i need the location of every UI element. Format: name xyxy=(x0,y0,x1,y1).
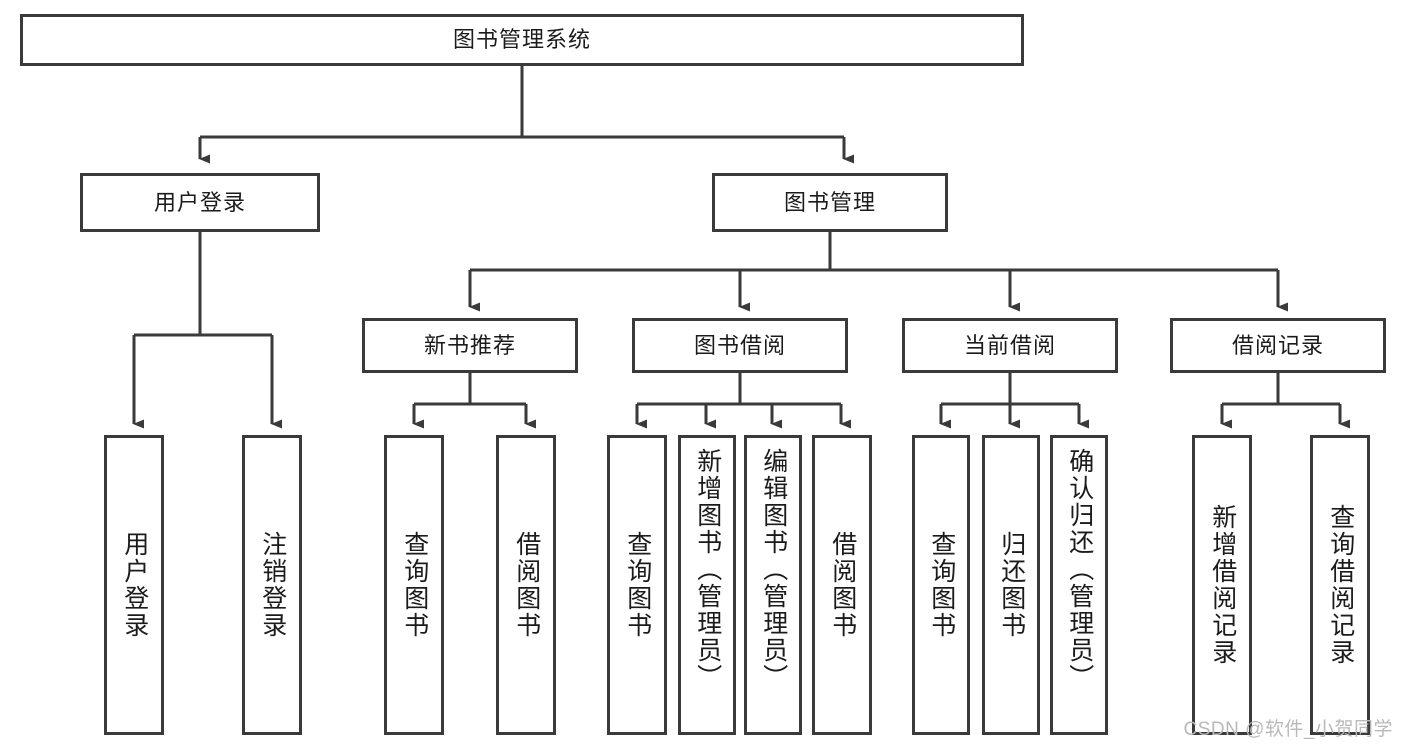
node-leaf-query-record-label: 查询借阅记录 xyxy=(1326,504,1355,666)
node-leaf-confirm-return-label: 确认归还（管理员） xyxy=(1065,448,1094,691)
node-user-login-label: 用户登录 xyxy=(153,189,246,215)
node-leaf-return-book-label: 归还图书 xyxy=(997,531,1026,639)
node-leaf-borrow-book-1[interactable]: 借阅图书 xyxy=(496,435,556,735)
node-leaf-add-book-label: 新增图书（管理员） xyxy=(693,448,722,691)
node-leaf-add-record-label: 新增借阅记录 xyxy=(1208,504,1237,666)
node-leaf-add-record[interactable]: 新增借阅记录 xyxy=(1192,435,1252,735)
node-leaf-logout-login-label: 注销登录 xyxy=(258,531,287,639)
node-book-manage-label: 图书管理 xyxy=(783,189,876,215)
node-leaf-logout-login[interactable]: 注销登录 xyxy=(242,435,302,735)
node-leaf-query-book-2-label: 查询图书 xyxy=(623,531,652,639)
node-leaf-query-record[interactable]: 查询借阅记录 xyxy=(1310,435,1370,735)
node-book-borrow-label: 图书借阅 xyxy=(693,332,786,358)
node-leaf-query-book-3-label: 查询图书 xyxy=(927,531,956,639)
node-root[interactable]: 图书管理系统 xyxy=(20,14,1024,66)
node-root-label: 图书管理系统 xyxy=(452,27,591,53)
node-leaf-query-book-1-label: 查询图书 xyxy=(400,531,429,639)
node-leaf-query-book-1[interactable]: 查询图书 xyxy=(384,435,444,735)
watermark: CSDN @软件_小贺同学 xyxy=(1183,719,1393,740)
node-borrow-record[interactable]: 借阅记录 xyxy=(1170,318,1386,373)
node-leaf-query-book-2[interactable]: 查询图书 xyxy=(607,435,667,735)
node-leaf-borrow-book-2-label: 借阅图书 xyxy=(828,531,857,639)
node-book-manage[interactable]: 图书管理 xyxy=(712,173,948,232)
node-leaf-user-login-label: 用户登录 xyxy=(120,531,149,639)
node-leaf-edit-book[interactable]: 编辑图书（管理员） xyxy=(744,435,802,735)
node-borrow-record-label: 借阅记录 xyxy=(1231,332,1324,358)
node-book-borrow[interactable]: 图书借阅 xyxy=(632,318,848,373)
node-new-book-recommend[interactable]: 新书推荐 xyxy=(362,318,578,373)
node-new-book-recommend-label: 新书推荐 xyxy=(423,332,516,358)
node-leaf-user-login[interactable]: 用户登录 xyxy=(104,435,164,735)
node-leaf-confirm-return[interactable]: 确认归还（管理员） xyxy=(1050,435,1108,735)
node-leaf-edit-book-label: 编辑图书（管理员） xyxy=(759,448,788,691)
node-user-login[interactable]: 用户登录 xyxy=(80,173,320,232)
node-leaf-add-book[interactable]: 新增图书（管理员） xyxy=(678,435,736,735)
node-leaf-borrow-book-1-label: 借阅图书 xyxy=(512,531,541,639)
node-leaf-return-book[interactable]: 归还图书 xyxy=(982,435,1040,735)
node-leaf-borrow-book-2[interactable]: 借阅图书 xyxy=(812,435,872,735)
node-leaf-query-book-3[interactable]: 查询图书 xyxy=(912,435,970,735)
node-current-borrow-label: 当前借阅 xyxy=(963,332,1056,358)
node-current-borrow[interactable]: 当前借阅 xyxy=(902,318,1118,373)
